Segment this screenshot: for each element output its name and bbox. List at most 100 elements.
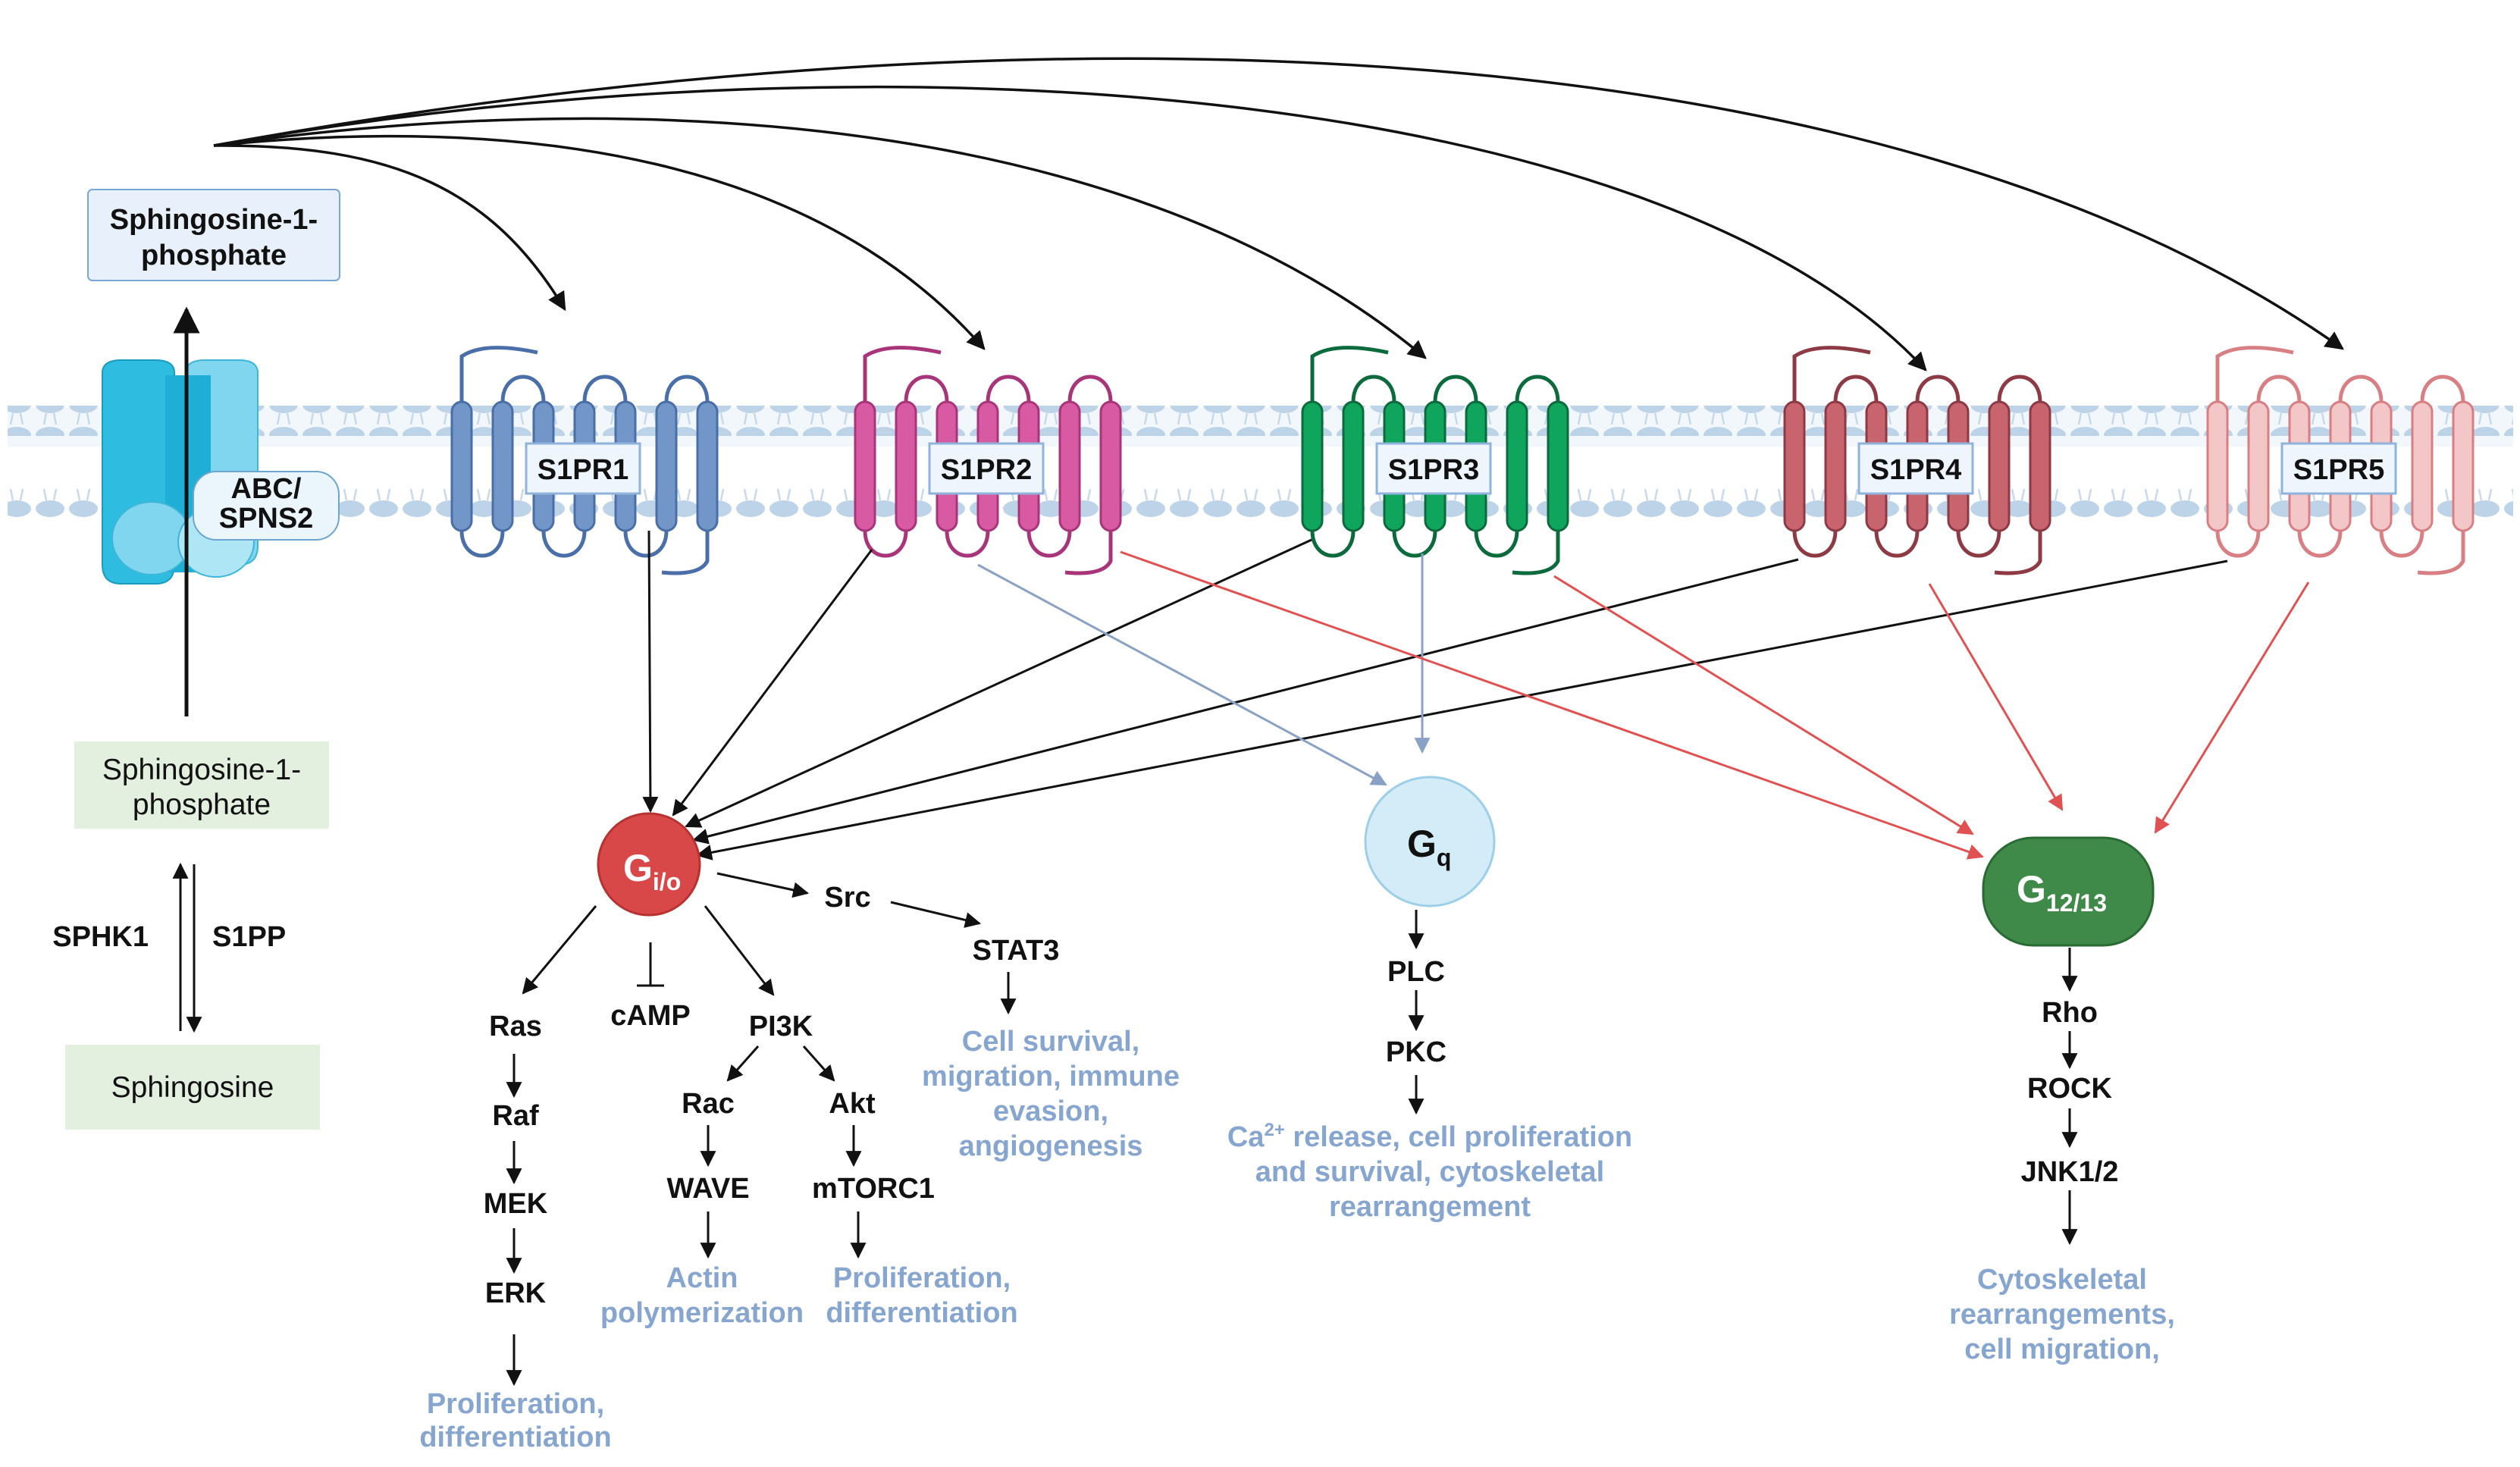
rho-label: Rho <box>2042 997 2098 1029</box>
wave-outcome-line2: polymerization <box>600 1297 804 1329</box>
svg-text:G12/13: G12/13 <box>2017 868 2107 917</box>
g-protein-gq: Gq <box>1364 776 1496 907</box>
receptor-label: S1PR1 <box>538 454 628 486</box>
coupling-arrows-gq <box>977 553 1431 786</box>
receptor-layer: S1PR1 S1PR2 S1PR3 S1PR4 S1PR5 <box>450 346 2475 575</box>
intracellular-s1p-line2: phosphate <box>133 788 271 821</box>
receptor-helix <box>2206 400 2229 532</box>
g-protein-gio: Gi/o <box>597 812 701 917</box>
receptor-helix <box>655 400 678 532</box>
receptor-helix <box>854 400 876 532</box>
ligand-binding-arrows <box>213 57 2344 371</box>
extracellular-s1p-box: Sphingosine-1- phosphate <box>87 189 340 281</box>
sphingosine-box: Sphingosine <box>65 1045 320 1130</box>
receptor-helix <box>1988 400 2011 532</box>
gq-outcome-line1: Ca2+ release, cell proliferation <box>1227 1120 1632 1153</box>
receptor-label-box <box>928 442 1045 495</box>
receptor-helix <box>2029 400 2051 532</box>
gq-outcome-line2: and survival, cytoskeletal <box>1255 1156 1604 1188</box>
gio-downstream-arrows <box>506 872 1017 1387</box>
receptor-s1pr4: S1PR4 <box>1783 346 2051 575</box>
gio-base: G <box>623 847 653 889</box>
receptor-helix <box>2411 400 2434 532</box>
receptor-helix <box>2247 400 2270 532</box>
gq-base: G <box>1407 823 1437 865</box>
transporter-label-line2: SPNS2 <box>219 503 314 534</box>
pkc-label: PKC <box>1386 1036 1446 1068</box>
extracellular-s1p-line2: phosphate <box>141 240 287 271</box>
sphk1-label: SPHK1 <box>52 921 149 953</box>
coupling-arrows-g1213 <box>1120 550 2310 860</box>
extracellular-s1p-line1: Sphingosine-1- <box>110 204 318 236</box>
receptor-label: S1PR3 <box>1388 454 1479 486</box>
receptor-helix <box>1301 400 1324 532</box>
receptor-label-box <box>1857 442 1974 495</box>
receptor-helix <box>2452 400 2475 532</box>
receptor-label: S1PR5 <box>2293 454 2384 486</box>
gq-outcome-ca: Ca <box>1227 1121 1265 1153</box>
receptor-s1pr2: S1PR2 <box>854 346 1122 575</box>
gq-outcome-rest: release, cell proliferation <box>1285 1121 1632 1153</box>
erk-outcome-line2: differentiation <box>419 1422 611 1453</box>
cell-membrane <box>8 406 2513 519</box>
erk-label: ERK <box>485 1277 547 1309</box>
src-label: Src <box>824 882 870 914</box>
receptor-label-box <box>2280 442 2397 495</box>
raf-label: Raf <box>492 1100 539 1132</box>
receptor-s1pr3: S1PR3 <box>1301 346 1569 575</box>
coupling-arrows-gio <box>642 530 2228 860</box>
camp-label: cAMP <box>610 1000 691 1032</box>
receptor-label-box <box>1375 442 1492 495</box>
stat3-outcome-line3: evasion, <box>993 1096 1108 1127</box>
g1213-sub: 12/13 <box>2046 889 2107 917</box>
stat3-outcome-line2: migration, immune <box>922 1061 1180 1092</box>
receptor-helix <box>696 400 719 532</box>
rock-label: ROCK <box>2027 1073 2112 1105</box>
receptor-label: S1PR2 <box>941 454 1032 486</box>
receptor-helix <box>1783 400 1806 532</box>
receptor-s1pr1: S1PR1 <box>450 346 719 575</box>
stat3-outcome-line4: angiogenesis <box>959 1130 1143 1162</box>
g1213-base: G <box>2017 868 2046 911</box>
receptor-s1pr5: S1PR5 <box>2206 346 2475 575</box>
mtorc1-label: mTORC1 <box>812 1173 935 1205</box>
gq-sub: q <box>1437 844 1452 871</box>
intracellular-s1p-line1: Sphingosine-1- <box>102 754 301 786</box>
receptor-helix <box>1342 400 1365 532</box>
rac-label: Rac <box>682 1088 735 1120</box>
gio-sub: i/o <box>653 868 681 895</box>
s1pp-label: S1PP <box>212 921 286 953</box>
gq-outcome-line3: rearrangement <box>1329 1191 1531 1223</box>
g1213-outcome-line2: rearrangements, <box>1949 1299 2175 1331</box>
camp-inhibition <box>637 942 664 987</box>
g-protein-g1213: G12/13 <box>1982 836 2155 947</box>
intracellular-s1p-box: Sphingosine-1- phosphate <box>74 741 329 829</box>
receptor-helix <box>1506 400 1528 532</box>
svg-text:Gi/o: Gi/o <box>623 847 681 895</box>
plc-label: PLC <box>1387 956 1445 988</box>
jnk-label: JNK1/2 <box>2021 1156 2119 1188</box>
g1213-outcome-line1: Cytoskeletal <box>1977 1264 2147 1296</box>
akt-label: Akt <box>829 1088 876 1120</box>
sphingosine-label: Sphingosine <box>111 1071 274 1104</box>
wave-outcome-line1: Actin <box>666 1262 738 1294</box>
mtorc1-outcome-line2: differentiation <box>826 1297 1017 1329</box>
receptor-helix <box>1824 400 1847 532</box>
stat3-label: STAT3 <box>973 935 1060 967</box>
pi3k-label: PI3K <box>749 1011 813 1042</box>
erk-outcome-line1: Proliferation, <box>427 1388 604 1420</box>
svg-text:Gq: Gq <box>1407 823 1451 871</box>
receptor-label: S1PR4 <box>1870 454 1961 486</box>
receptor-helix <box>1547 400 1569 532</box>
g1213-outcome-line3: cell migration, <box>1964 1334 2160 1365</box>
gq-outcome-sup: 2+ <box>1264 1120 1284 1140</box>
receptor-helix <box>895 400 917 532</box>
ras-label: Ras <box>489 1011 542 1042</box>
stat3-outcome-line1: Cell survival, <box>962 1026 1139 1058</box>
mtorc1-outcome-line1: Proliferation, <box>833 1262 1011 1294</box>
receptor-helix <box>1099 400 1122 532</box>
wave-label: WAVE <box>666 1173 749 1205</box>
receptor-helix <box>450 400 473 532</box>
